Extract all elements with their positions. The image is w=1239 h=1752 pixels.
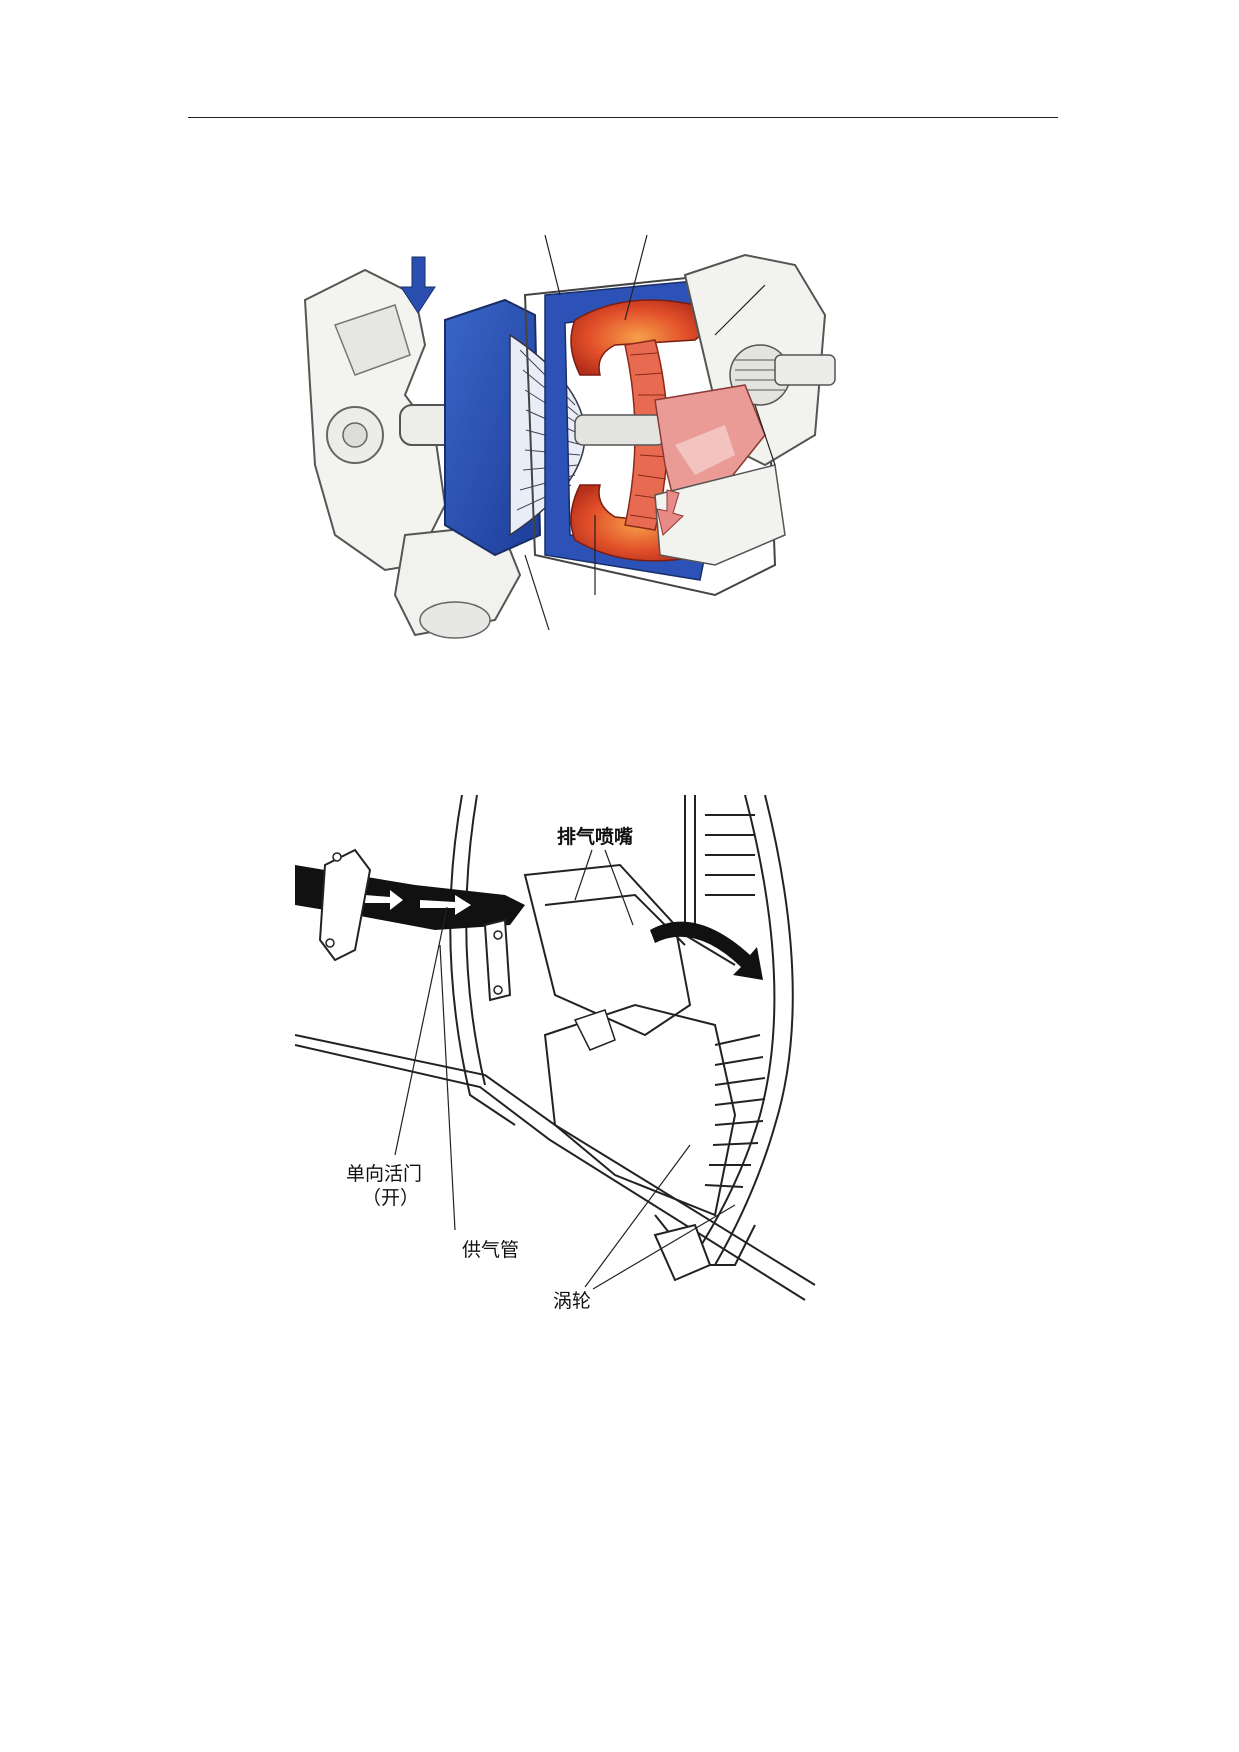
label-turbine: 涡轮 <box>553 1290 592 1312</box>
flow-arrow-1 <box>365 890 403 910</box>
air-inlet-arrow <box>400 256 436 314</box>
label-check-valve: 单向活门 <box>346 1163 423 1185</box>
pipe-flange <box>318 848 372 962</box>
engine-cutaway-illustration <box>303 235 836 639</box>
label-check-valve-state: （开） <box>362 1187 420 1209</box>
header-rule <box>188 117 1058 118</box>
flow-arrow-2 <box>420 895 471 915</box>
label-exhaust-nozzle: 排气喷嘴 <box>557 826 634 848</box>
label-supply-pipe: 供气管 <box>462 1239 520 1261</box>
exhaust-outlet-arrow <box>656 489 684 536</box>
combustion-chamber-top <box>570 299 706 376</box>
air-turbine-line-drawing <box>295 795 816 1301</box>
nozzle-flow-arrow <box>650 921 763 980</box>
